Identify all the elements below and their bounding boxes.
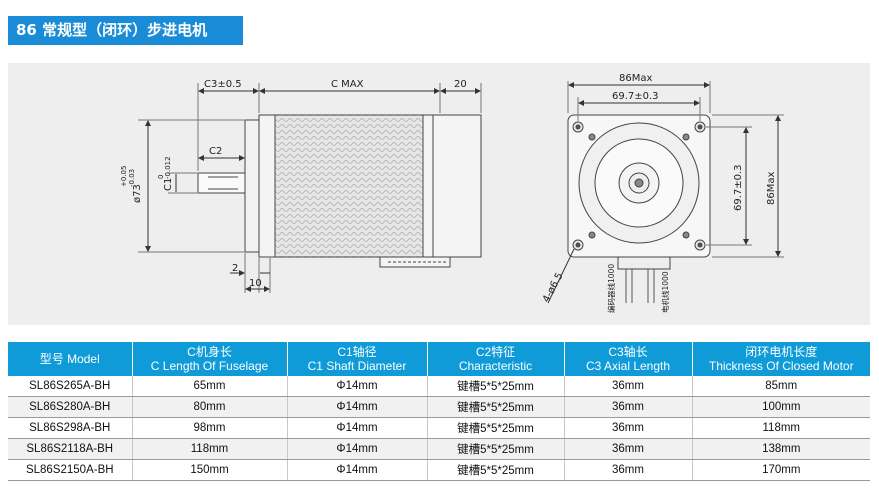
cell-shaft: Φ14mm <box>287 396 428 418</box>
motor-body <box>274 114 424 258</box>
cell-model: SL86S280A-BH <box>8 396 133 418</box>
dim-c2: C2 <box>209 146 222 157</box>
cell-shaft: Φ14mm <box>287 438 428 460</box>
cell-characteristic: 键槽5*5*25mm <box>427 417 565 439</box>
cell-characteristic: 键槽5*5*25mm <box>427 459 565 481</box>
cell-closed: 138mm <box>692 438 870 460</box>
dim-c1-tol-lower: -0.012 <box>164 156 172 179</box>
dim-c1: C1 <box>163 178 174 191</box>
dim-20: 20 <box>454 79 467 90</box>
cell-length: 65mm <box>132 376 288 397</box>
cell-model: SL86S2118A-BH <box>8 438 133 460</box>
header-model: 型号 Model <box>8 342 133 376</box>
cell-closed: 118mm <box>692 417 870 439</box>
cell-axial: 36mm <box>564 376 693 397</box>
front-endcap <box>258 114 276 258</box>
cell-shaft: Φ14mm <box>287 417 428 439</box>
cell-closed: 85mm <box>692 376 870 397</box>
dim-c3: C3±0.5 <box>204 79 242 90</box>
dim-697-height: 69.7±0.3 <box>733 164 744 211</box>
dim-86max-height: 86Max <box>766 172 777 205</box>
table-row: SL86S265A-BH 65mm Φ14mm 键槽5*5*25mm 36mm … <box>8 376 870 397</box>
cell-shaft: Φ14mm <box>287 459 428 481</box>
side-view <box>138 83 482 293</box>
table-row: SL86S2118A-BH 118mm Φ14mm 键槽5*5*25mm 36m… <box>8 438 870 460</box>
cell-axial: 36mm <box>564 417 693 439</box>
technical-drawing: C3±0.5 C MAX 20 C2 ø73 +0.05 -0.03 C1 0 … <box>8 63 870 325</box>
cell-model: SL86S298A-BH <box>8 417 133 439</box>
cell-length: 150mm <box>132 459 288 481</box>
dim-c1-tol-upper: 0 <box>157 175 165 179</box>
cell-length: 80mm <box>132 396 288 418</box>
front-view <box>547 81 784 304</box>
cell-length: 98mm <box>132 417 288 439</box>
dim-dia73-tol-upper: +0.05 <box>120 166 128 187</box>
cell-length: 118mm <box>132 438 288 460</box>
cable-connector <box>617 256 671 270</box>
rear-plate <box>422 114 434 258</box>
dim-10: 10 <box>249 278 262 289</box>
cell-shaft: Φ14mm <box>287 376 428 397</box>
dim-cmax: C MAX <box>331 79 364 90</box>
cell-characteristic: 键槽5*5*25mm <box>427 396 565 418</box>
drawing-svg: C3±0.5 C MAX 20 C2 ø73 +0.05 -0.03 C1 0 … <box>120 73 784 313</box>
dim-dia73: ø73 <box>132 184 143 203</box>
table-row: SL86S2150A-BH 150mm Φ14mm 键槽5*5*25mm 36m… <box>8 459 870 481</box>
cell-characteristic: 键槽5*5*25mm <box>427 376 565 397</box>
encoder-block <box>432 114 482 258</box>
table-row: SL86S280A-BH 80mm Φ14mm 键槽5*5*25mm 36mm … <box>8 396 870 418</box>
front-flange <box>244 119 260 253</box>
cell-model: SL86S265A-BH <box>8 376 133 397</box>
label-encoder-lead: 编码器线1000 <box>606 264 616 313</box>
dim-697-width: 69.7±0.3 <box>612 91 659 102</box>
shaft <box>197 172 246 194</box>
page-title: 86 常规型（闭环）步进电机 <box>8 16 243 45</box>
dim-86max-width: 86Max <box>619 73 652 84</box>
cell-characteristic: 键槽5*5*25mm <box>427 438 565 460</box>
cell-axial: 36mm <box>564 438 693 460</box>
cell-model: SL86S2150A-BH <box>8 459 133 481</box>
cell-closed: 100mm <box>692 396 870 418</box>
dim-dia73-tol-lower: -0.03 <box>128 169 136 187</box>
table-row: SL86S298A-BH 98mm Φ14mm 键槽5*5*25mm 36mm … <box>8 417 870 439</box>
cell-closed: 170mm <box>692 459 870 481</box>
dim-holes: 4-ø6.5 <box>541 271 566 304</box>
dim-2: 2 <box>232 263 238 274</box>
cell-axial: 36mm <box>564 459 693 481</box>
label-motor-lead: 电机线1000 <box>660 271 670 313</box>
cell-axial: 36mm <box>564 396 693 418</box>
